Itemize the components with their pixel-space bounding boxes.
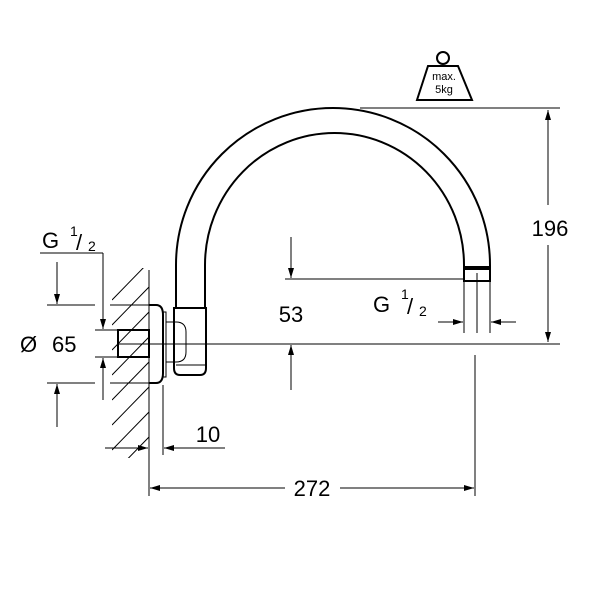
dimension-projection: 272 <box>148 355 476 501</box>
thread-numerator: 1 <box>401 286 409 302</box>
wall-hatching <box>112 268 150 460</box>
diameter-value: 65 <box>52 332 76 357</box>
max-weight-icon: max. 5kg <box>415 51 474 101</box>
thread-letter: G <box>42 228 59 253</box>
thread-numerator: 1 <box>70 223 78 239</box>
projection-value: 272 <box>294 476 331 501</box>
flange-depth-value: 10 <box>196 422 220 447</box>
fraction-slash: / <box>407 294 414 319</box>
shower-arm <box>175 107 491 333</box>
offset-value: 53 <box>279 302 303 327</box>
elbow-body <box>166 307 207 376</box>
dimension-height: 196 <box>360 107 569 342</box>
weight-label-max: max. <box>432 71 456 83</box>
weight-label-value: 5kg <box>435 84 453 96</box>
diameter-symbol: Ø <box>20 332 37 357</box>
inlet-thread-label: G 1 / 2 <box>40 223 118 400</box>
outlet-thread-label: G 1 / 2 <box>373 286 516 325</box>
dimension-offset: 53 <box>279 237 464 390</box>
dimension-diameter: Ø 65 <box>20 262 149 427</box>
thread-letter: G <box>373 292 390 317</box>
height-value: 196 <box>532 216 569 241</box>
thread-denominator: 2 <box>419 303 427 319</box>
fraction-slash: / <box>76 230 83 255</box>
dimension-flange: 10 <box>105 385 225 455</box>
thread-denominator: 2 <box>88 238 96 254</box>
